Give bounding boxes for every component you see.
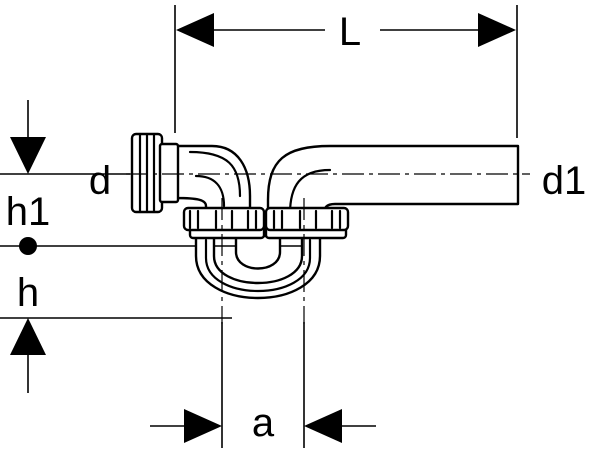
dimension-length: L <box>174 5 518 138</box>
arrow-left-icon <box>304 409 342 443</box>
label-inlet-diameter: d <box>89 159 111 203</box>
arrow-down-icon <box>10 137 46 174</box>
inlet-union-nut <box>130 132 180 214</box>
arrow-right-icon <box>184 409 222 443</box>
arrow-left-icon <box>176 13 214 47</box>
inlet-elbow <box>174 144 252 216</box>
trap-inner-bend <box>234 234 282 270</box>
label-inlet-height: h1 <box>6 190 51 234</box>
arrow-right-icon <box>478 13 516 47</box>
dimension-heights: h1 h <box>0 100 310 393</box>
arrow-up-icon <box>10 318 46 355</box>
label-outlet-diameter: d1 <box>542 159 587 203</box>
reference-dot-icon <box>19 237 37 255</box>
trap-u-bend <box>194 234 322 300</box>
label-length: L <box>339 10 361 54</box>
label-seal-height: h <box>17 271 39 315</box>
trap-left-nut <box>182 206 266 240</box>
label-trap-width: a <box>252 401 275 445</box>
trap-right-nut <box>264 206 350 240</box>
dimension-trap-width: a <box>150 322 376 448</box>
center-lines <box>126 173 530 324</box>
outlet-pipe <box>266 144 520 216</box>
